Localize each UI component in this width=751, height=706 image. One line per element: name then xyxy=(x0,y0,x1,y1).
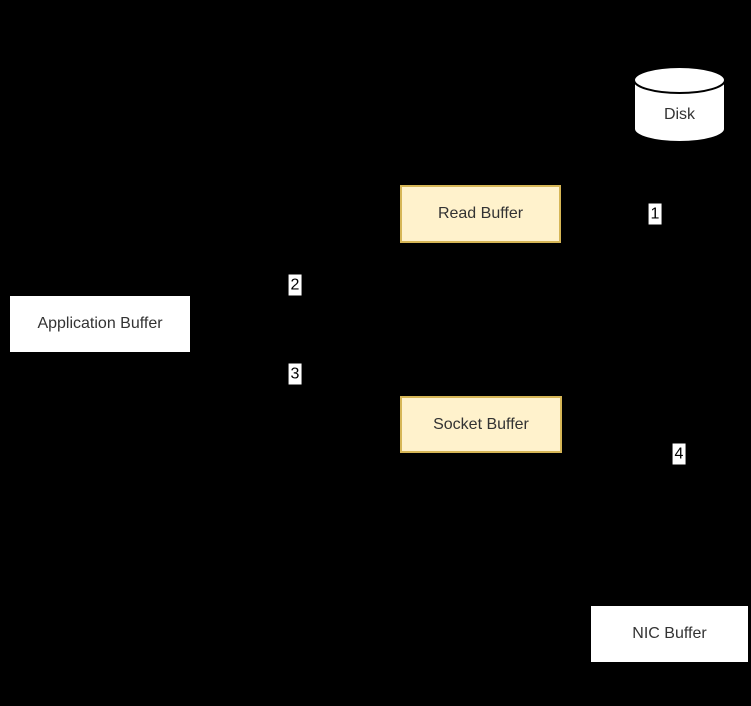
edge-step-label-3: 3 xyxy=(288,363,302,385)
disk-node-label: Disk xyxy=(663,105,696,123)
read-buffer-label: Read Buffer xyxy=(437,205,524,222)
disk-cylinder-shape xyxy=(633,66,726,143)
application-buffer-node: Application Buffer xyxy=(10,296,190,352)
edge-step-label-1: 1 xyxy=(648,203,662,225)
edge-step-label-4: 4 xyxy=(672,443,686,465)
socket-buffer-label: Socket Buffer xyxy=(433,415,529,433)
disk-cylinder-top xyxy=(633,66,726,94)
nic-buffer-node: NIC Buffer xyxy=(591,606,748,662)
application-buffer-label: Application Buffer xyxy=(37,315,163,332)
socket-buffer-node: Socket Buffer xyxy=(400,396,562,453)
read-buffer-node: Read Buffer xyxy=(400,185,561,243)
nic-buffer-label: NIC Buffer xyxy=(632,625,707,642)
edge-step-label-2: 2 xyxy=(288,274,302,296)
